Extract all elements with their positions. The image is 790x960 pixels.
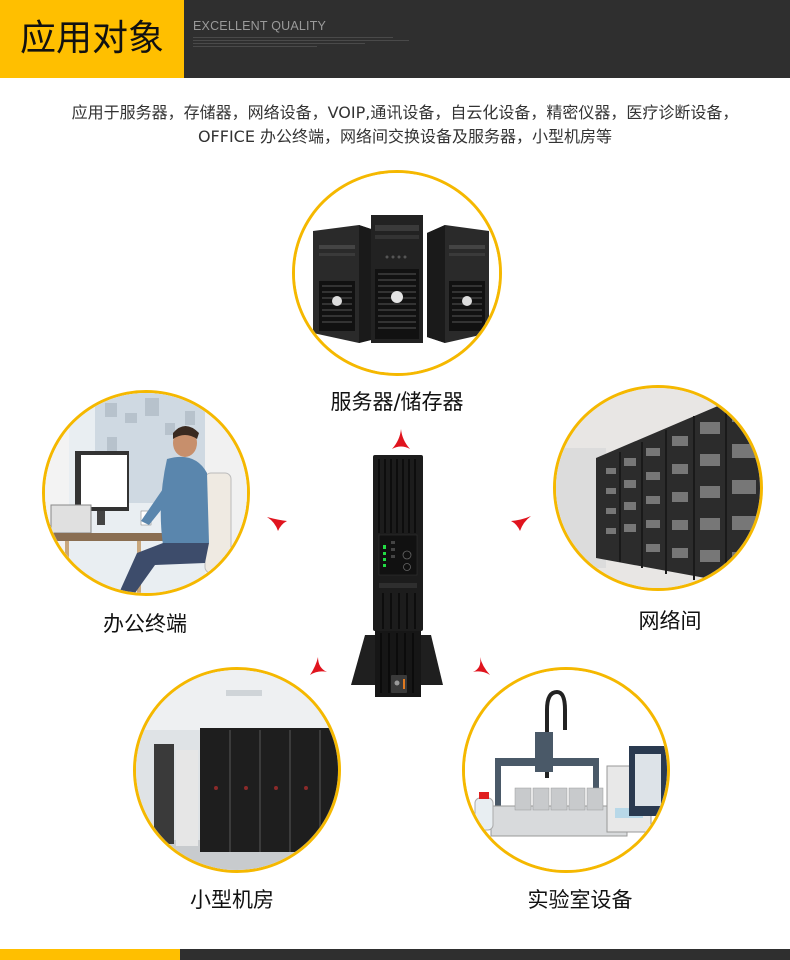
label-office-terminal: 办公终端 — [103, 612, 187, 636]
decorative-line — [193, 46, 317, 47]
label-lab-equipment: 实验室设备 — [527, 888, 633, 912]
arrow-up-icon — [392, 429, 410, 449]
decorative-line — [193, 40, 409, 41]
footer-bar — [0, 949, 790, 960]
network-room-image-circle — [553, 385, 763, 591]
data-cabinets-illustration — [136, 670, 338, 870]
ups-tower-product — [351, 455, 443, 697]
arrow-down-right-icon — [473, 657, 490, 675]
arrow-up-right-icon — [511, 516, 531, 531]
label-network-room: 网络间 — [638, 609, 702, 633]
intro-line-1: 应用于服务器，存储器，网络设备，VOIP,通讯设备，自云化设备，精密仪器，医疗诊… — [71, 103, 739, 122]
intro-line-2: OFFICE 办公终端，网络间交换设备及服务器，小型机房等 — [197, 127, 613, 146]
intro-paragraph: 应用于服务器，存储器，网络设备，VOIP,通讯设备，自云化设备，精密仪器，医疗诊… — [30, 101, 780, 149]
network-racks-illustration — [556, 388, 760, 588]
section-title: 应用对象 — [19, 18, 164, 59]
label-small-data-room: 小型机房 — [190, 888, 274, 912]
tower-servers-illustration — [295, 173, 499, 373]
lab-equipment-illustration — [465, 670, 667, 870]
header-accent-block — [0, 0, 184, 78]
footer-accent-block — [0, 949, 180, 960]
arrow-up-left-icon — [267, 517, 287, 531]
lab-equipment-image-circle — [462, 667, 670, 873]
label-servers-storage: 服务器/储存器 — [330, 390, 464, 414]
section-subtitle: EXCELLENT QUALITY — [193, 19, 327, 33]
decorative-line — [193, 37, 393, 38]
arrow-down-left-icon — [310, 657, 327, 675]
office-image-circle — [42, 390, 250, 596]
decorative-line — [193, 43, 365, 44]
servers-image-circle — [292, 170, 502, 376]
small-data-room-image-circle — [133, 667, 341, 873]
office-worker-illustration — [45, 393, 247, 593]
